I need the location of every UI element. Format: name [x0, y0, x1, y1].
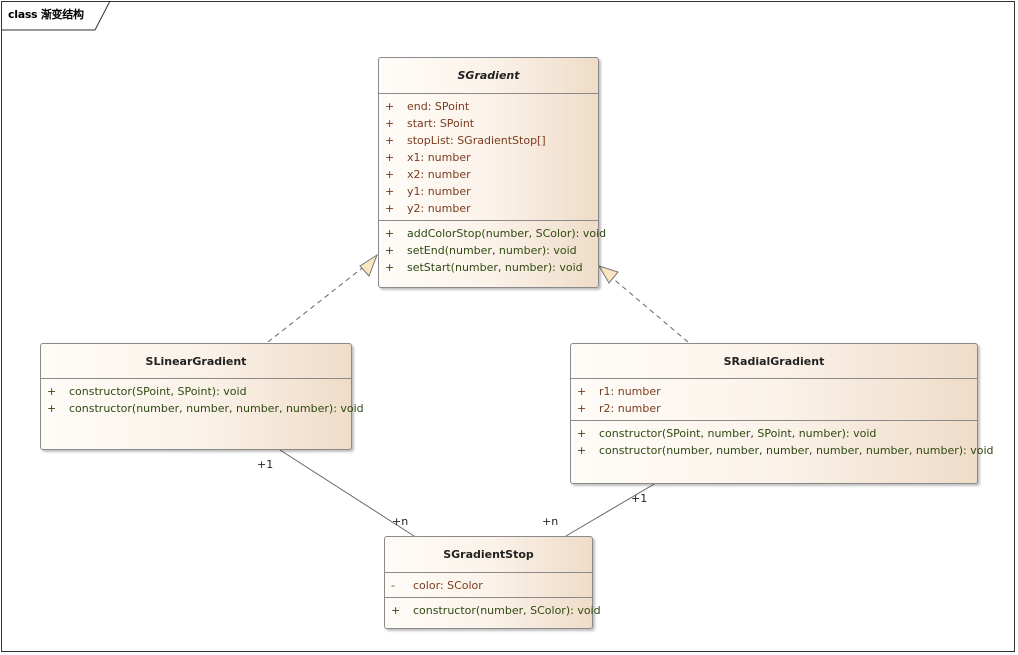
operations-section: + constructor(SPoint, SPoint): void + const…	[41, 379, 364, 420]
attribute-row[interactable]: - color: SColor	[385, 577, 592, 594]
realization-linear	[267, 264, 367, 343]
operation-row[interactable]: + constructor(number, SColor): void	[385, 602, 601, 619]
operation-row[interactable]: + constructor(number, number, number, num…	[571, 442, 994, 459]
visibility-marker: +	[577, 427, 587, 440]
attribute-text: y2: number	[407, 202, 471, 215]
attribute-row[interactable]: + r1: number	[571, 383, 977, 400]
operation-row[interactable]: + setEnd(number, number): void	[379, 242, 598, 259]
class-slineargradient[interactable]: SLinearGradient + constructor(SPoint, SPoi…	[40, 343, 364, 450]
realization-arrowhead-radial	[597, 265, 619, 284]
visibility-marker: +	[385, 227, 395, 240]
class-name: SGradient	[379, 58, 598, 94]
multiplicity-linear-source: +1	[257, 458, 274, 471]
operation-row[interactable]: + setStart(number, number): void	[379, 259, 598, 276]
attribute-text: x2: number	[407, 168, 471, 181]
attribute-text: r1: number	[599, 385, 661, 398]
frame-tab-outline	[1, 0, 111, 31]
visibility-marker: +	[577, 385, 587, 398]
association-radial-stop	[565, 482, 657, 537]
realization-arrowhead-linear	[359, 253, 379, 277]
class-name: SGradientStop	[385, 537, 592, 573]
operation-text: constructor(number, number, number, numb…	[599, 444, 994, 457]
visibility-marker: +	[385, 261, 395, 274]
visibility-marker: -	[391, 579, 395, 592]
visibility-marker: +	[385, 244, 395, 257]
operation-row[interactable]: + constructor(SPoint, SPoint): void	[41, 383, 351, 400]
attributes-section: + end: SPoint + start: SPoint + stopList: SGr…	[379, 94, 598, 221]
attribute-row[interactable]: + x1: number	[379, 149, 598, 166]
attribute-row[interactable]: + y1: number	[379, 183, 598, 200]
multiplicity-radial-source: +1	[631, 492, 648, 505]
operation-text: constructor(SPoint, SPoint): void	[69, 385, 247, 398]
visibility-marker: +	[385, 185, 395, 198]
visibility-marker: +	[385, 134, 395, 147]
attribute-text: y1: number	[407, 185, 471, 198]
attribute-text: x1: number	[407, 151, 471, 164]
association-linear-stop	[279, 449, 415, 537]
visibility-marker: +	[577, 444, 587, 457]
attribute-row[interactable]: + stopList: SGradientStop[]	[379, 132, 598, 149]
operation-row[interactable]: + constructor(SPoint, number, SPoint, num…	[571, 425, 977, 442]
attributes-section: - color: SColor	[385, 573, 592, 598]
visibility-marker: +	[47, 402, 57, 415]
attributes-section: + r1: number + r2: number	[571, 379, 977, 421]
realization-radial	[609, 275, 689, 343]
operation-text: setEnd(number, number): void	[407, 244, 577, 257]
visibility-marker: +	[385, 117, 395, 130]
visibility-marker: +	[47, 385, 57, 398]
attribute-row[interactable]: + r2: number	[571, 400, 977, 417]
class-sgradientstop[interactable]: SGradientStop - color: SColor + constructor(…	[384, 536, 601, 629]
operation-text: constructor(number, number, number, numb…	[69, 402, 364, 415]
multiplicity-linear-target: +n	[392, 515, 409, 528]
attribute-text: start: SPoint	[407, 117, 475, 130]
class-sradialgradient[interactable]: SRadialGradient + r1: number + r2: number + co…	[570, 343, 994, 484]
visibility-marker: +	[385, 100, 395, 113]
multiplicity-radial-target: +n	[542, 515, 559, 528]
operation-text: constructor(number, SColor): void	[413, 604, 601, 617]
attribute-row[interactable]: + start: SPoint	[379, 115, 598, 132]
operation-text: setStart(number, number): void	[407, 261, 583, 274]
class-sgradient[interactable]: SGradient + end: SPoint + start: SPoint + stop…	[378, 57, 606, 288]
visibility-marker: +	[385, 168, 395, 181]
operation-row[interactable]: + constructor(number, number, number, num…	[41, 400, 364, 417]
operation-text: addColorStop(number, SColor): void	[407, 227, 607, 240]
operations-section: + addColorStop(number, SColor): void + setE…	[379, 221, 606, 279]
class-name: SLinearGradient	[41, 344, 351, 379]
visibility-marker: +	[385, 202, 395, 215]
operations-section: + constructor(SPoint, number, SPoint, num…	[571, 421, 994, 462]
attribute-row[interactable]: + y2: number	[379, 200, 598, 217]
attribute-text: end: SPoint	[407, 100, 470, 113]
attribute-row[interactable]: + end: SPoint	[379, 98, 598, 115]
attribute-text: r2: number	[599, 402, 661, 415]
operation-text: constructor(SPoint, number, SPoint, numb…	[599, 427, 877, 440]
operations-section: + constructor(number, SColor): void	[385, 598, 601, 622]
visibility-marker: +	[385, 151, 395, 164]
attribute-text: color: SColor	[413, 579, 483, 592]
visibility-marker: +	[391, 604, 401, 617]
class-name: SRadialGradient	[571, 344, 977, 379]
visibility-marker: +	[577, 402, 587, 415]
frame-label: class 渐变结构	[8, 8, 84, 21]
attribute-row[interactable]: + x2: number	[379, 166, 598, 183]
operation-row[interactable]: + addColorStop(number, SColor): void	[379, 225, 606, 242]
attribute-text: stopList: SGradientStop[]	[407, 134, 546, 147]
